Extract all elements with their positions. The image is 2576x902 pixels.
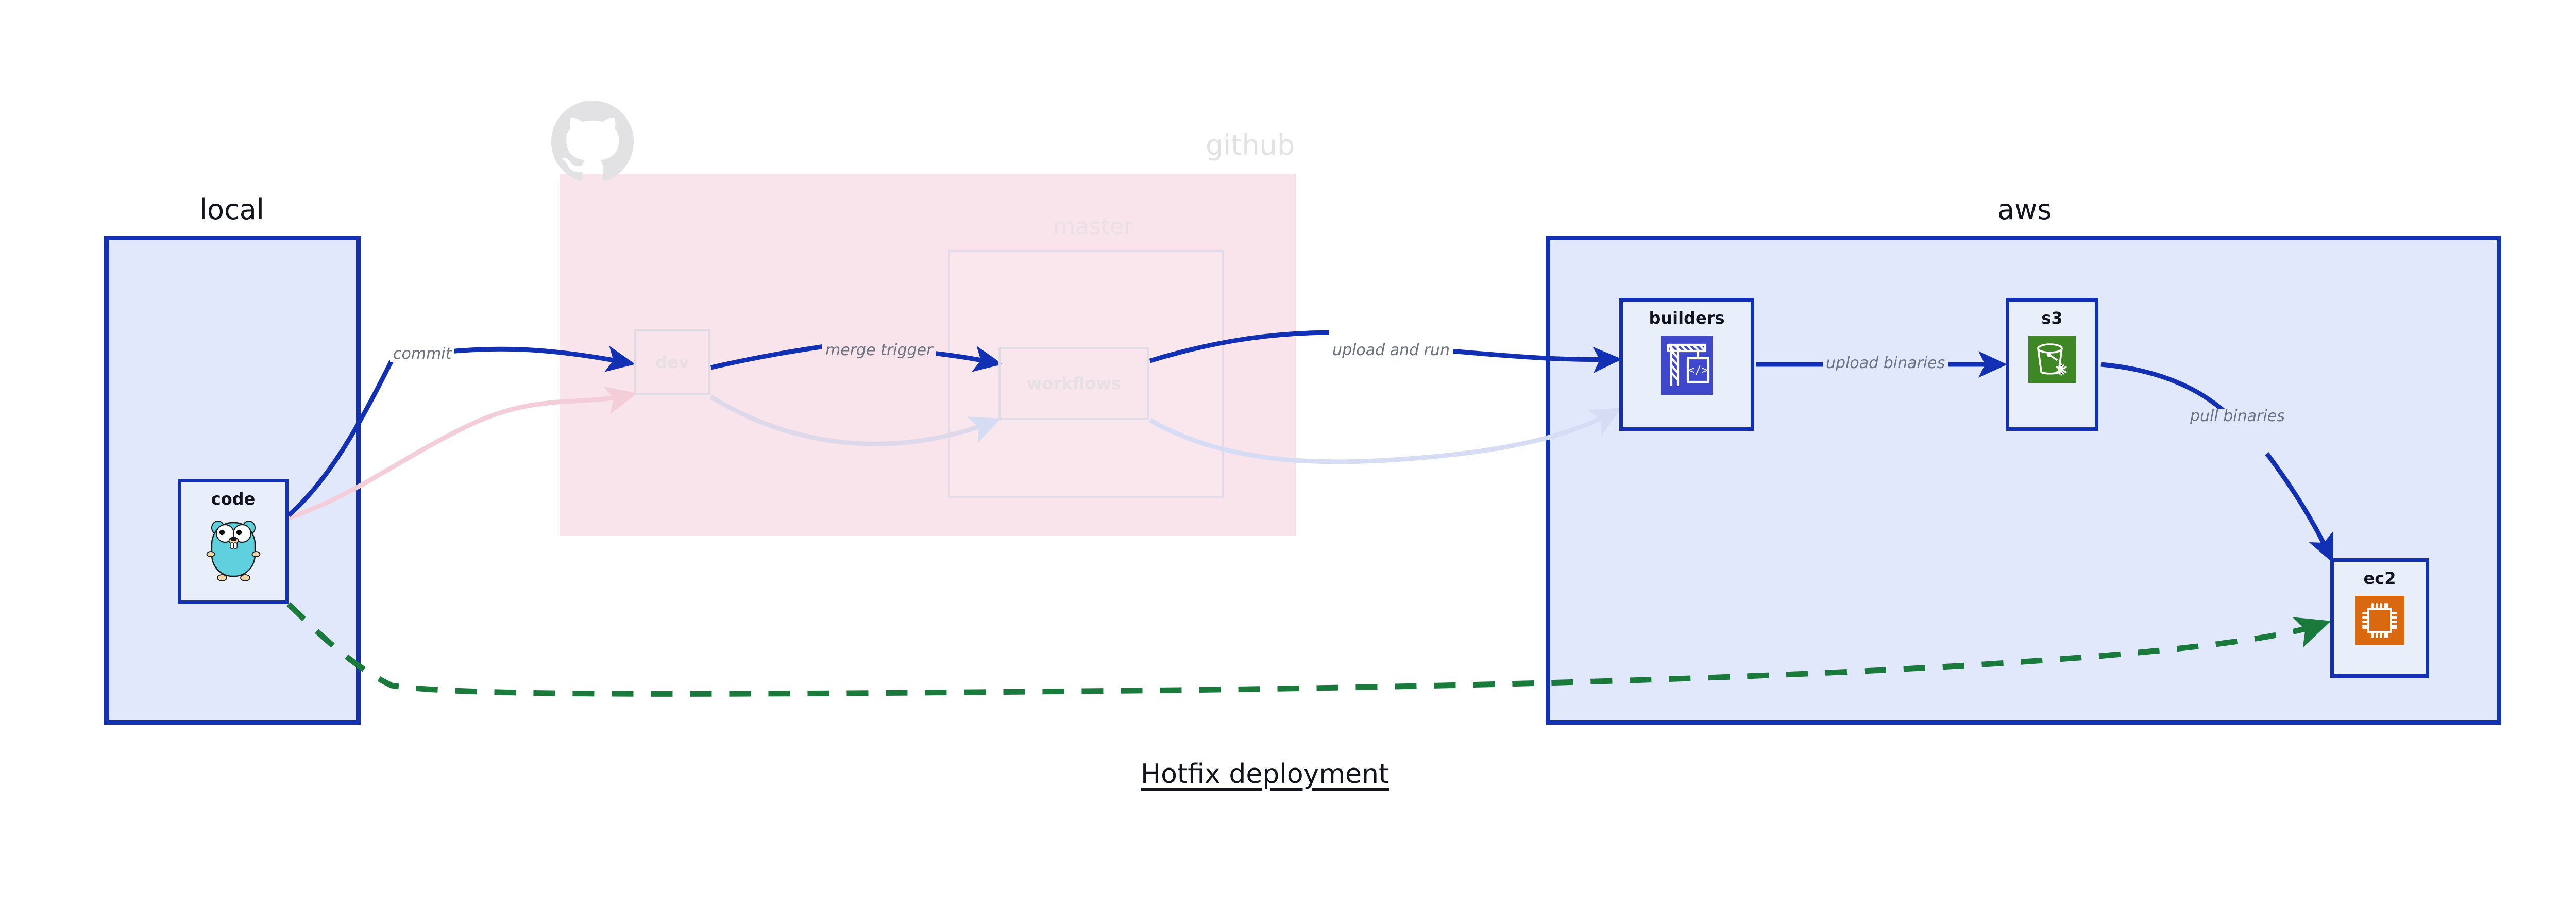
aws-ec2-icon — [2355, 596, 2404, 647]
go-gopher-icon — [205, 516, 262, 583]
edge-label-pull-binaries: pull binaries — [2187, 409, 2288, 424]
group-title-github: github — [1206, 129, 1295, 161]
node-label-dev: dev — [655, 353, 689, 372]
svg-text:</>: </> — [1688, 364, 1708, 376]
node-ec2[interactable]: ec2 — [2330, 558, 2429, 678]
subgroup-title-master: master — [1053, 213, 1133, 240]
node-label-ec2: ec2 — [2363, 569, 2396, 588]
github-octocat-icon — [551, 101, 634, 183]
aws-s3-icon — [2028, 336, 2076, 385]
edge-label-merge-trigger: merge trigger — [822, 343, 936, 358]
node-code[interactable]: code — [178, 479, 289, 604]
aws-codebuild-icon: </> — [1661, 336, 1713, 397]
node-builders[interactable]: builders </> — [1619, 298, 1754, 431]
group-title-aws: aws — [1997, 193, 2052, 226]
edge-label-upload-and-run: upload and run — [1329, 343, 1453, 358]
node-label-s3: s3 — [2041, 308, 2063, 328]
diagram-caption: Hotfix deployment — [1141, 759, 1389, 790]
node-workflows[interactable]: workflows — [998, 347, 1149, 420]
node-label-workflows: workflows — [1027, 374, 1121, 393]
group-title-local: local — [199, 193, 264, 226]
node-label-builders: builders — [1649, 308, 1725, 328]
node-dev[interactable]: dev — [634, 329, 710, 395]
edge-label-commit: commit — [390, 346, 455, 362]
edge-label-upload-binaries: upload binaries — [1823, 356, 1948, 371]
node-s3[interactable]: s3 — [2006, 298, 2098, 431]
node-label-code: code — [211, 489, 256, 509]
